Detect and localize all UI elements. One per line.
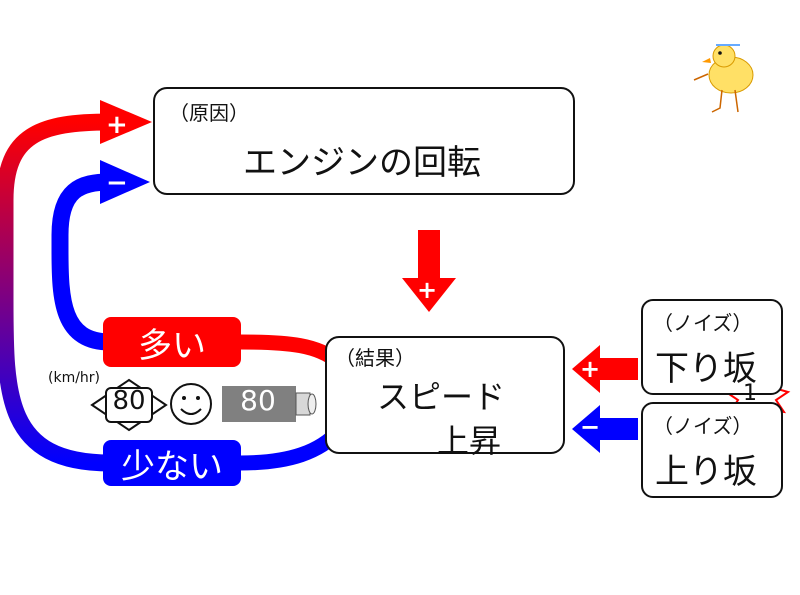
cause-label: （原因） [169,101,249,125]
minus-arrowhead-top [100,160,150,204]
more-link-line [239,334,343,368]
cause-text: エンジンの回転 [243,143,481,183]
speed-sign-value: 80 [112,386,146,416]
less-pill: 少ない [103,440,241,487]
noise-downhill-text: 下り坂 [655,349,757,389]
plus-arrowhead-top [100,100,152,144]
burst-number: 1 [743,381,757,406]
noise-downhill-box: （ノイズ） 下り坂 [641,299,783,395]
plus-sign-top: + [106,110,128,140]
smiley-icon [170,383,212,425]
meter-value: 80 [240,384,276,417]
result-text-line1: スピード [377,378,506,416]
meter-icon [222,386,317,422]
noise-uphill-box: （ノイズ） 上り坂 [641,402,783,498]
plus-sign-middle: + [417,276,438,304]
minus-sign-noise-up: − [580,413,601,441]
plus-sign-noise-down: + [580,355,601,383]
noise-downhill-label: （ノイズ） [653,311,753,335]
unit-label: (km/hr) [48,370,101,386]
noise-uphill-label: （ノイズ） [653,414,753,438]
inner-feedback-loop [51,173,111,351]
result-label: （結果） [335,346,415,370]
minus-sign-top: − [106,168,128,198]
noise-up-arrow-shaft [598,418,638,440]
chick-icon [693,44,754,113]
outer-feedback-loop [0,113,111,472]
down-arrow-shaft [418,230,440,280]
result-text-line2: 上昇 [437,422,502,460]
cause-box: （原因） エンジンの回転 [153,87,575,195]
down-arrow-head [402,278,456,312]
noise-down-arrow-head [572,345,600,393]
noise-down-arrow-shaft [598,358,638,380]
noise-up-arrow-head [572,405,600,453]
result-box: （結果） スピード 上昇 [325,336,565,460]
noise-uphill-text: 上り坂 [655,452,757,492]
more-pill: 多い [103,317,241,367]
